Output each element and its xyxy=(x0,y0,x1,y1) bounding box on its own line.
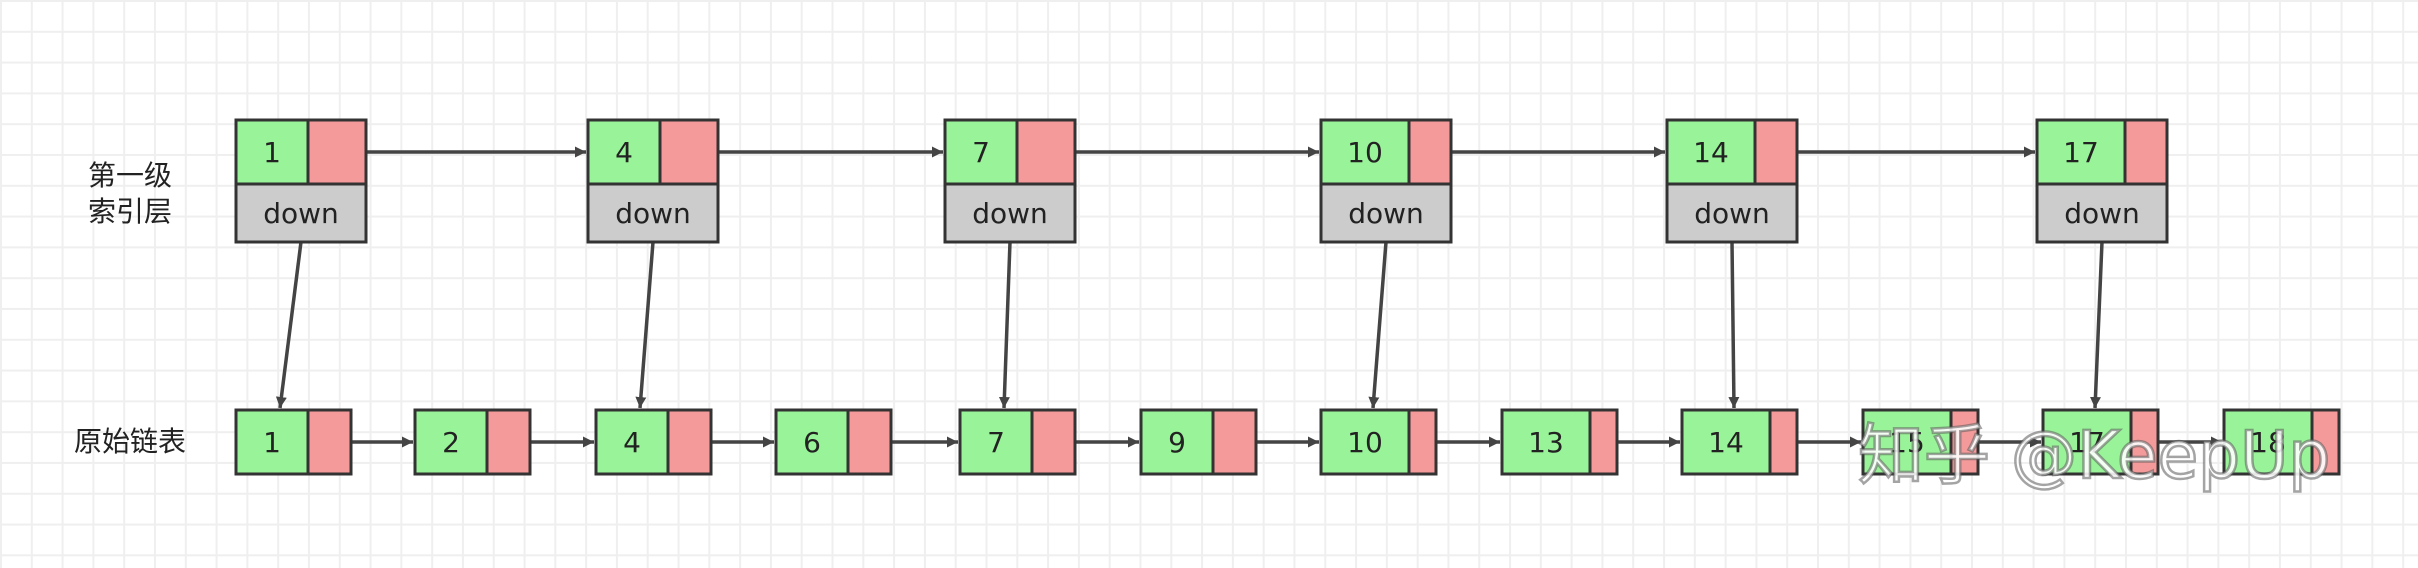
base-node: 2 xyxy=(413,408,532,476)
base-node-value: 6 xyxy=(803,426,821,459)
base-node-next-pointer xyxy=(485,408,532,476)
base-node: 9 xyxy=(1139,408,1258,476)
index-node-next-pointer xyxy=(306,118,368,186)
base-node: 4 xyxy=(594,408,713,476)
index-level-label: 第一级 索引层 xyxy=(87,159,172,228)
base-node-value: 17 xyxy=(2069,426,2105,459)
index-node-down-label: down xyxy=(263,197,339,230)
down-arrow xyxy=(1728,241,1740,409)
index-node-down-label: down xyxy=(2064,197,2140,230)
base-node-next-pointer xyxy=(1768,408,1799,476)
watermark: 知乎 @KeepUp xyxy=(1857,416,2332,496)
index-node-down-pointer xyxy=(1319,182,1453,244)
base-node: 13 xyxy=(1500,408,1619,476)
edges-layer xyxy=(275,146,2222,448)
base-node-value: 15 xyxy=(1889,426,1925,459)
index-node-value-cell xyxy=(943,118,1019,186)
index-node: 10 down xyxy=(1319,118,1453,244)
base-node-value-cell xyxy=(1139,408,1215,476)
base-list-label: 原始链表 xyxy=(73,425,186,458)
base-node-value: 14 xyxy=(1708,426,1744,459)
base-node-value-cell xyxy=(2041,408,2133,476)
index-node-down-pointer xyxy=(2035,182,2169,244)
base-node: 6 xyxy=(774,408,893,476)
base-node-value: 7 xyxy=(987,426,1005,459)
base-node: 1 xyxy=(234,408,353,476)
down-arrow xyxy=(1368,241,1388,409)
index-node-next-pointer xyxy=(658,118,720,186)
index-node: 1 down xyxy=(234,118,368,244)
index-node-down-label: down xyxy=(615,197,691,230)
down-arrow xyxy=(2089,241,2104,409)
index-node-value: 17 xyxy=(2063,136,2099,169)
base-node: 7 xyxy=(958,408,1077,476)
base-node-next-pointer xyxy=(2129,408,2160,476)
base-node-next-pointer xyxy=(2310,408,2341,476)
base-node-value-cell xyxy=(774,408,850,476)
down-arrow xyxy=(635,241,655,409)
index-node-down-pointer xyxy=(943,182,1077,244)
base-node: 17 xyxy=(2041,408,2160,476)
index-node-down-label: down xyxy=(1348,197,1424,230)
index-node-down-pointer xyxy=(586,182,720,244)
down-arrow xyxy=(998,241,1012,409)
base-node-next-pointer xyxy=(1030,408,1077,476)
index-node-down-label: down xyxy=(972,197,1048,230)
down-arrow xyxy=(275,241,303,409)
index-node: 14 down xyxy=(1665,118,1799,244)
base-node-value-cell xyxy=(1680,408,1772,476)
base-node-next-pointer xyxy=(666,408,713,476)
base-node-next-pointer xyxy=(1588,408,1619,476)
base-node-value-cell xyxy=(234,408,310,476)
base-node-value: 4 xyxy=(623,426,641,459)
base-node-next-pointer xyxy=(1407,408,1438,476)
base-node-next-pointer xyxy=(1949,408,1980,476)
index-node-value: 14 xyxy=(1693,136,1729,169)
index-node-value: 1 xyxy=(263,136,281,169)
base-node: 10 xyxy=(1319,408,1438,476)
index-node-down-pointer xyxy=(234,182,368,244)
base-node-value: 9 xyxy=(1168,426,1186,459)
base-node-next-pointer xyxy=(846,408,893,476)
base-node-value: 1 xyxy=(263,426,281,459)
base-node: 14 xyxy=(1680,408,1799,476)
base-node: 15 xyxy=(1861,408,1980,476)
base-node-next-pointer xyxy=(306,408,353,476)
index-node: 4 down xyxy=(586,118,720,244)
index-node-value: 7 xyxy=(972,136,990,169)
index-node-down-label: down xyxy=(1694,197,1770,230)
index-node-next-pointer xyxy=(1407,118,1453,186)
base-node-value: 18 xyxy=(2250,426,2286,459)
index-node-down-pointer xyxy=(1665,182,1799,244)
base-node: 18 xyxy=(2222,408,2341,476)
index-node-next-pointer xyxy=(1015,118,1077,186)
index-node-next-pointer xyxy=(1753,118,1799,186)
nodes-layer: 1 down 4 down 7 down 10 down 14 down 17 down 1 2 4 6 7 9 1… xyxy=(234,118,2341,476)
index-node-next-pointer xyxy=(2123,118,2169,186)
index-node: 17 down xyxy=(2035,118,2169,244)
index-node: 7 down xyxy=(943,118,1077,244)
base-node-value: 2 xyxy=(442,426,460,459)
base-node-next-pointer xyxy=(1211,408,1258,476)
base-node-value-cell xyxy=(594,408,670,476)
base-node-value-cell xyxy=(958,408,1034,476)
index-node-value: 4 xyxy=(615,136,633,169)
index-node-value: 10 xyxy=(1347,136,1383,169)
base-node-value: 10 xyxy=(1347,426,1383,459)
base-node-value: 13 xyxy=(1528,426,1564,459)
base-node-value-cell xyxy=(1500,408,1592,476)
